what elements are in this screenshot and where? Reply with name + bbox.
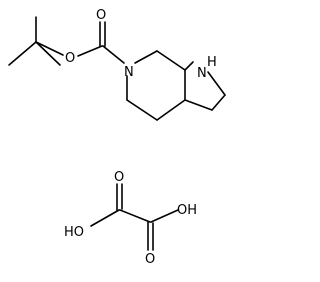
atom-label-ester-o: O — [65, 51, 75, 66]
bond-spiro-to-nh — [184, 61, 194, 71]
bond-azetidine-to-spiro — [184, 99, 213, 111]
bond-right-c-oh — [150, 209, 179, 223]
bond-carbonyl-to-n — [102, 45, 125, 64]
atom-label-azetidine-n: N — [197, 66, 207, 81]
bond-tbu-to-o — [35, 41, 64, 56]
bond-azetidine-bottom — [211, 94, 226, 111]
atom-label-carbonyl-o: O — [96, 8, 106, 23]
oxalic-acid: O O HO OH — [64, 170, 197, 267]
bond-c-c — [119, 209, 151, 223]
atom-label-azetidine-h: H — [207, 55, 217, 70]
bond-left-c-oh — [90, 209, 120, 227]
atom-label-oxalic-oh: OH — [177, 203, 197, 218]
atom-label-oxalic-o-top: O — [114, 170, 124, 185]
bond-o-to-carbonyl-c — [77, 45, 103, 57]
atom-label-oxalic-o-bottom: O — [145, 252, 155, 267]
bond-nh-to-ch2 — [207, 71, 226, 96]
bond-ring-lower-right — [156, 99, 186, 121]
spiro-compound: O O N N H — [8, 8, 226, 121]
chemical-structure-canvas: O O N N H O O HO OH — [8, 8, 226, 267]
bond-ring-lower-left — [126, 99, 158, 121]
bond-ch2-to-spiro — [156, 50, 186, 71]
bond-tbu-right — [35, 41, 61, 66]
bond-n-ch2-top — [134, 50, 158, 64]
atom-label-piperidine-n: N — [124, 65, 134, 80]
atom-label-oxalic-ho: HO — [64, 225, 84, 240]
bond-tbu-left — [8, 41, 37, 66]
